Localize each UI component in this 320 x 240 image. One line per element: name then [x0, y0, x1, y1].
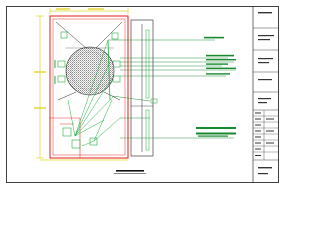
paving-lines: [55, 21, 123, 101]
cad-drawing: [6, 6, 279, 183]
drawing-title: [114, 170, 146, 174]
tree-canopy: [65, 46, 115, 96]
title-block: [252, 6, 279, 183]
callout-labels: [196, 36, 236, 137]
callout-leaders: [108, 39, 236, 139]
title-block-table: [253, 110, 279, 175]
sheet-frame: [6, 6, 279, 183]
leader-lines: [67, 39, 121, 147]
elevation-strip: [130, 19, 158, 157]
plan-fixtures: [54, 31, 121, 149]
plan-walls: [49, 15, 129, 159]
dimension-lines: [34, 8, 129, 161]
